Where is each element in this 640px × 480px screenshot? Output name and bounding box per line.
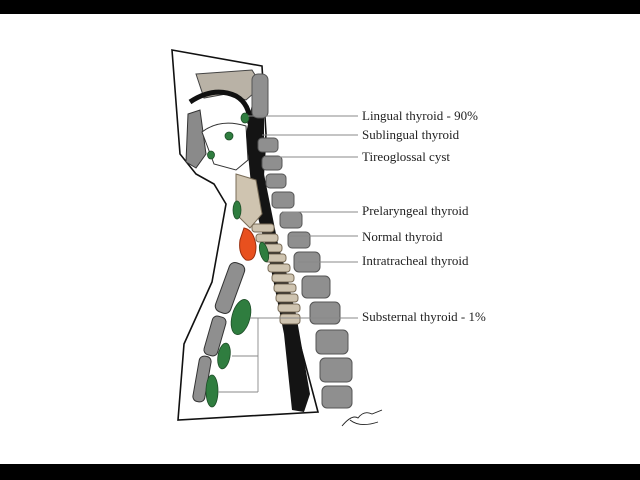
label-prelaryngeal-thyroid: Prelaryngeal thyroid — [362, 203, 469, 218]
label-lingual-thyroid: Lingual thyroid - 90% — [362, 108, 478, 123]
label-intratracheal-thyroid: Intratracheal thyroid — [362, 253, 469, 268]
artist-signature — [341, 409, 383, 427]
vertebrae — [251, 73, 353, 409]
mandible — [185, 109, 207, 169]
ectopic-thyroid-sites — [205, 112, 270, 408]
label-sublingual-thyroid: Sublingual thyroid — [362, 127, 460, 142]
normal-thyroid — [239, 227, 257, 261]
sternum-bones — [192, 262, 246, 403]
label-substernal-thyroid: Substernal thyroid - 1% — [362, 309, 486, 324]
palate-curve — [188, 89, 253, 125]
label-thyroglossal-cyst: Tireoglossal cyst — [362, 149, 450, 164]
sagittal-neck-illustration — [171, 49, 383, 427]
label-normal-thyroid: Normal thyroid — [362, 229, 443, 244]
bottom-letterbox-bar — [0, 464, 640, 480]
diagram-canvas: Lingual thyroid - 90% Sublingual thyroid… — [0, 14, 640, 464]
leader-lines — [218, 115, 358, 393]
top-letterbox-bar — [0, 0, 640, 14]
